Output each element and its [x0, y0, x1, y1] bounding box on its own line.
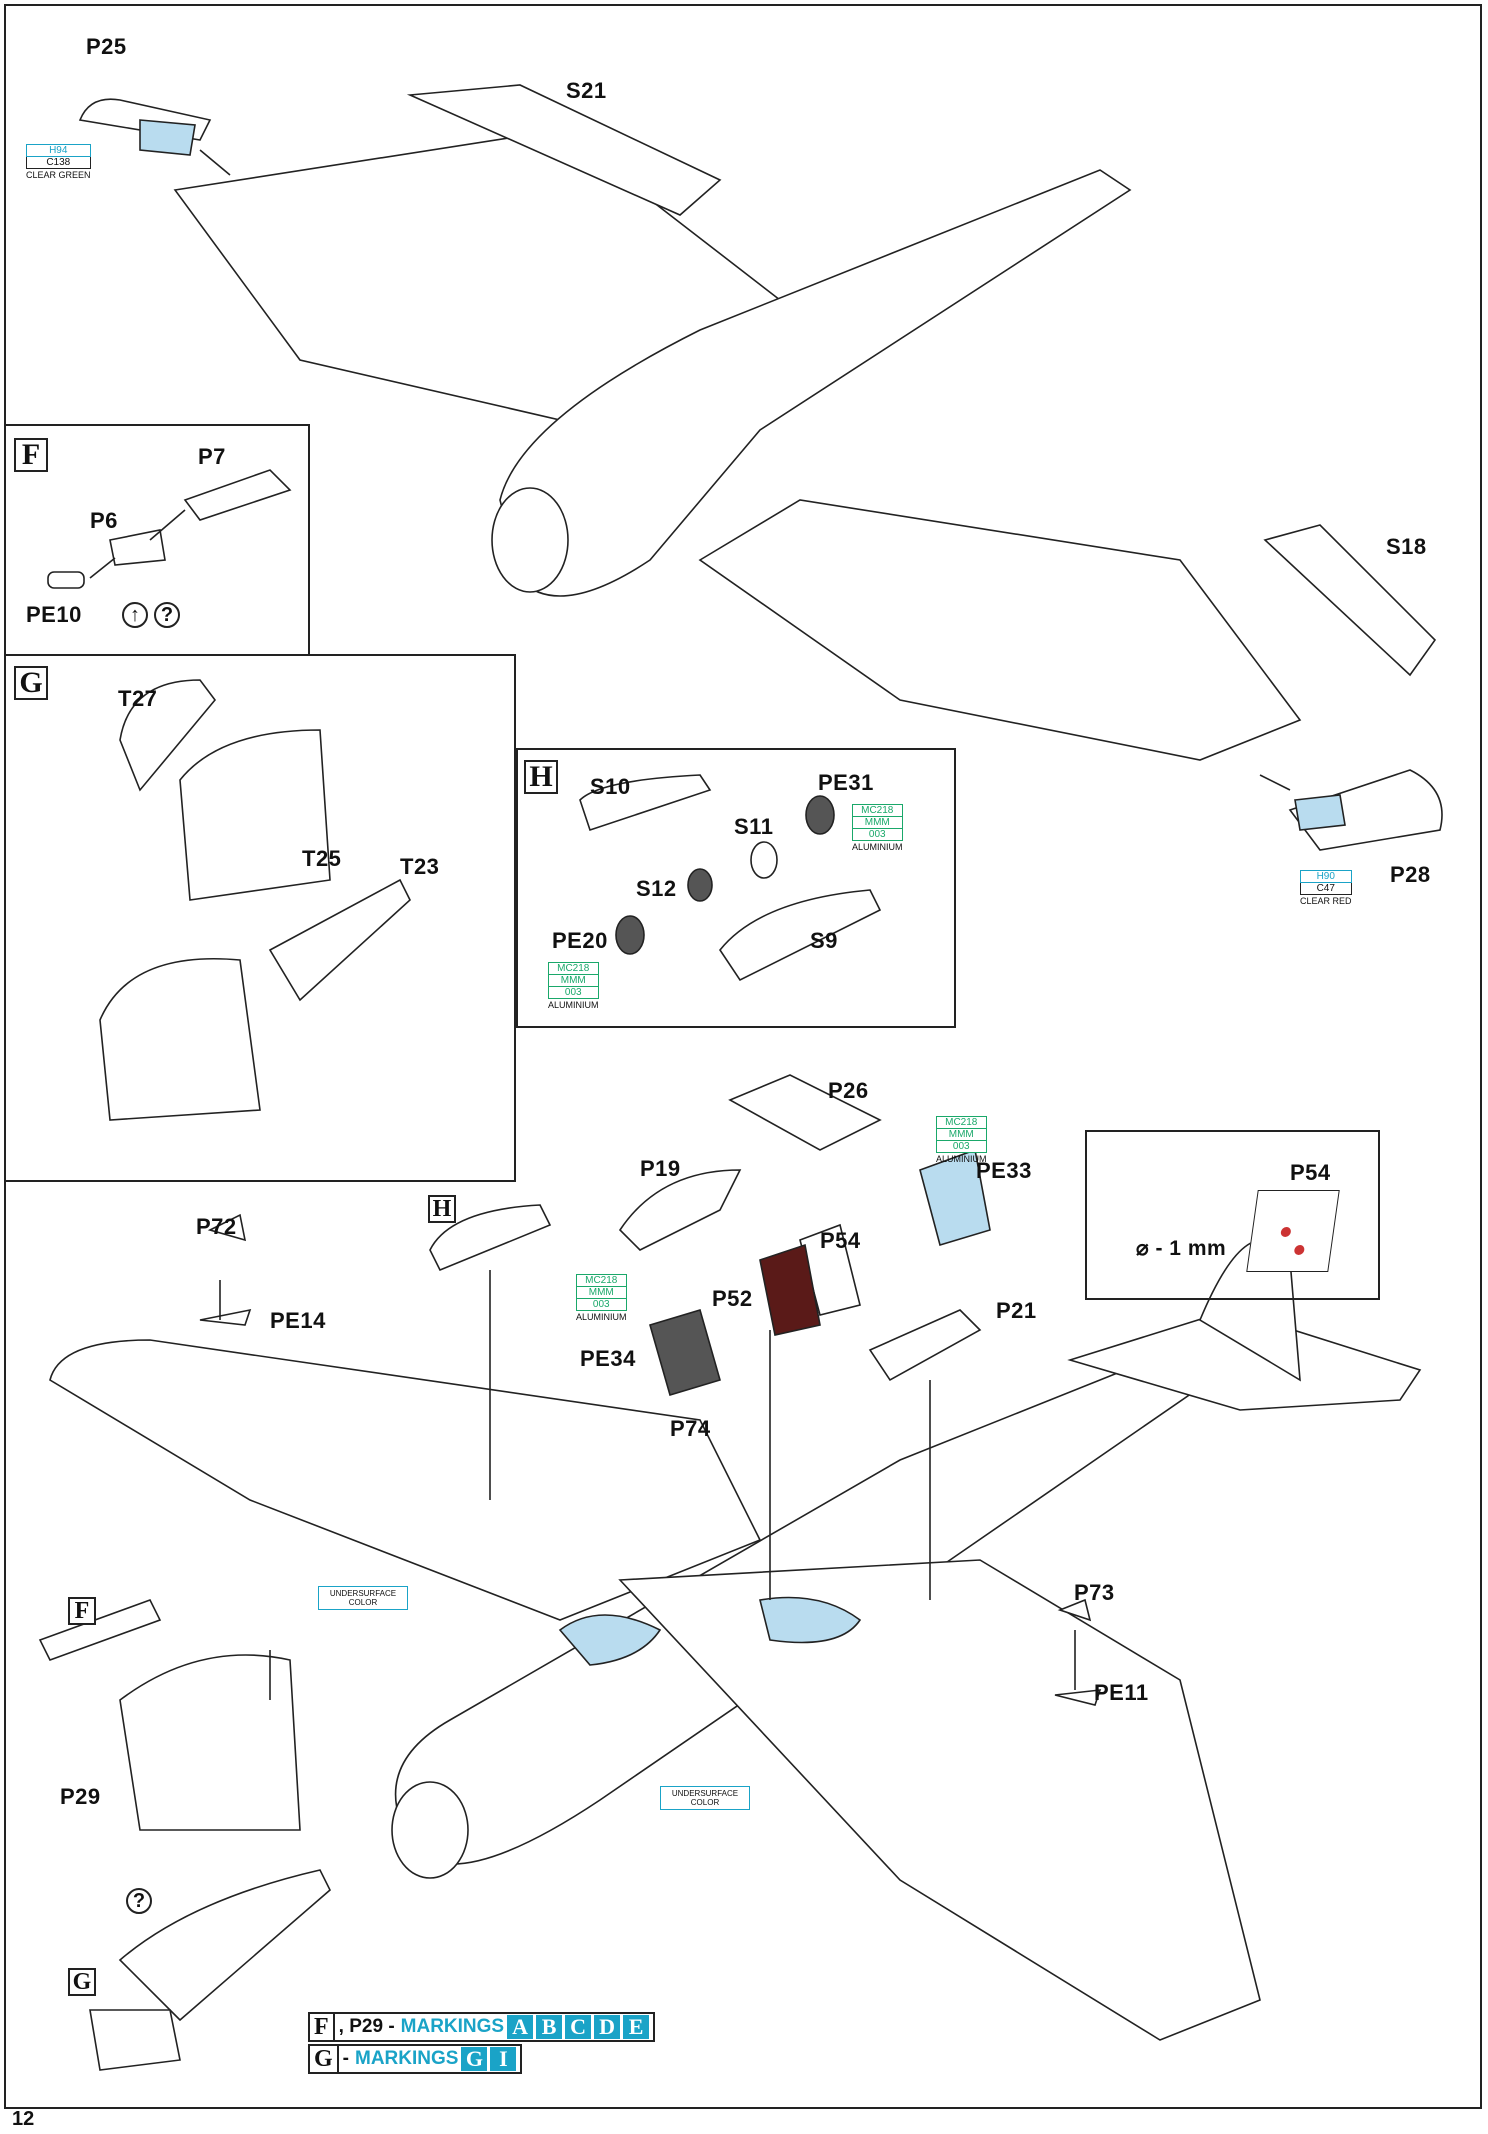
label-p72: P72: [196, 1214, 237, 1239]
optional-symbol-icon: ?: [154, 602, 180, 628]
h-nose-part: [429, 1204, 552, 1272]
label-pe14: PE14: [270, 1308, 326, 1333]
p28-wingtip: [1288, 769, 1443, 851]
s9-part: [719, 889, 882, 982]
label-p19: P19: [640, 1156, 681, 1181]
drill-size-text: ⌀ - 1 mm: [1136, 1237, 1227, 1260]
s18-part: [1263, 524, 1437, 677]
label-t23: T23: [400, 854, 440, 879]
legend-row-g: G - MARKINGS G I: [308, 2044, 523, 2074]
upper-right-wing: [698, 499, 1302, 761]
lower-right-wing: [618, 1559, 1261, 2041]
drill-hole-icon: [1280, 1227, 1292, 1237]
label-p26: P26: [828, 1078, 869, 1103]
label-p52: P52: [712, 1286, 753, 1311]
label-pe31: PE31: [818, 770, 874, 795]
label-s21: S21: [566, 78, 607, 103]
label-s11: S11: [734, 814, 774, 839]
paint-callout-p25: H94 C138 CLEAR GREEN: [26, 144, 91, 180]
section-h-label: H: [524, 760, 558, 794]
pe10-part: [47, 571, 85, 589]
label-pe11: PE11: [1094, 1680, 1149, 1705]
p54-detail-part: [1246, 1190, 1340, 1272]
paint-callout-pe33: MC218 MMM 003 ALUMINIUM: [936, 1116, 987, 1164]
bend-symbol-icon: ↑: [122, 602, 148, 628]
label-s9: S9: [810, 928, 838, 953]
label-pe34: PE34: [580, 1346, 636, 1371]
s12-part: [687, 868, 713, 902]
label-t25: T25: [302, 846, 342, 871]
pe14-part: [199, 1308, 252, 1326]
label-pe20: PE20: [552, 928, 608, 953]
p29-part: [119, 1654, 301, 1831]
paint-callout-pe20: MC218 MMM 003 ALUMINIUM: [548, 962, 599, 1010]
label-pe10: PE10: [26, 602, 82, 627]
section-h-box: [516, 748, 956, 1028]
t25-part: [179, 729, 331, 901]
p72-part: [207, 1213, 247, 1242]
undersurface-note-2: UNDERSURFACE COLOR: [660, 1786, 750, 1810]
f-ref-label: F: [68, 1597, 96, 1625]
label-p7: P7: [198, 444, 226, 469]
drill-hole-icon: [1293, 1245, 1306, 1255]
label-s10: S10: [590, 774, 631, 799]
p7-part: [183, 469, 292, 521]
label-p6: P6: [90, 508, 118, 533]
label-pe33: PE33: [976, 1158, 1032, 1183]
undersurface-note-1: UNDERSURFACE COLOR: [318, 1586, 408, 1610]
p26-part: [728, 1074, 882, 1151]
section-g-box: [4, 654, 516, 1182]
label-p25: P25: [86, 34, 127, 59]
label-p74: P74: [670, 1416, 711, 1441]
g-ref-label: G: [68, 1968, 96, 1996]
label-p28: P28: [1390, 862, 1431, 887]
s21-part: [406, 84, 722, 216]
t23-part: [268, 878, 411, 1002]
label-p29: P29: [60, 1784, 101, 1809]
section-f-label: F: [14, 438, 48, 472]
p21-part: [868, 1309, 982, 1382]
lower-left-wing: [49, 1339, 762, 1621]
label-p73: P73: [1074, 1580, 1115, 1605]
label-s18: S18: [1386, 534, 1427, 559]
label-t27: T27: [118, 686, 158, 711]
paint-callout-pe34: MC218 MMM 003 ALUMINIUM: [576, 1274, 627, 1322]
s11-part: [750, 841, 778, 879]
label-p54: P54: [820, 1228, 861, 1253]
pe34-part: [649, 1309, 721, 1396]
pe20-part: [615, 915, 645, 955]
drill-detail-box: [1085, 1130, 1380, 1300]
label-p21: P21: [996, 1298, 1037, 1323]
optional-symbol-icon: ?: [126, 1888, 152, 1914]
page-number: 12: [12, 2108, 35, 2130]
pe33-part: [919, 1148, 991, 1247]
upper-spinner: [491, 487, 569, 593]
lower-spinner: [391, 1781, 469, 1879]
pe31-part: [805, 795, 835, 835]
pe11-part: [1054, 1689, 1102, 1706]
t27-part: [119, 679, 217, 792]
p19-part: [618, 1169, 742, 1251]
upper-fuselage: [499, 169, 1132, 597]
label-s12: S12: [636, 876, 677, 901]
legend-row-f: F , P29 - MARKINGS A B C D E: [308, 2012, 656, 2042]
section-g-label: G: [14, 666, 48, 700]
paint-callout-pe31: MC218 MMM 003 ALUMINIUM: [852, 804, 903, 852]
p52-part: [759, 1243, 821, 1336]
p73-part: [1057, 1598, 1092, 1622]
s10-part: [579, 774, 712, 832]
h-ref-label: H: [428, 1195, 456, 1223]
label-p54-detail: P54: [1290, 1160, 1331, 1185]
paint-callout-p28: H90 C47 CLEAR RED: [1300, 870, 1352, 906]
